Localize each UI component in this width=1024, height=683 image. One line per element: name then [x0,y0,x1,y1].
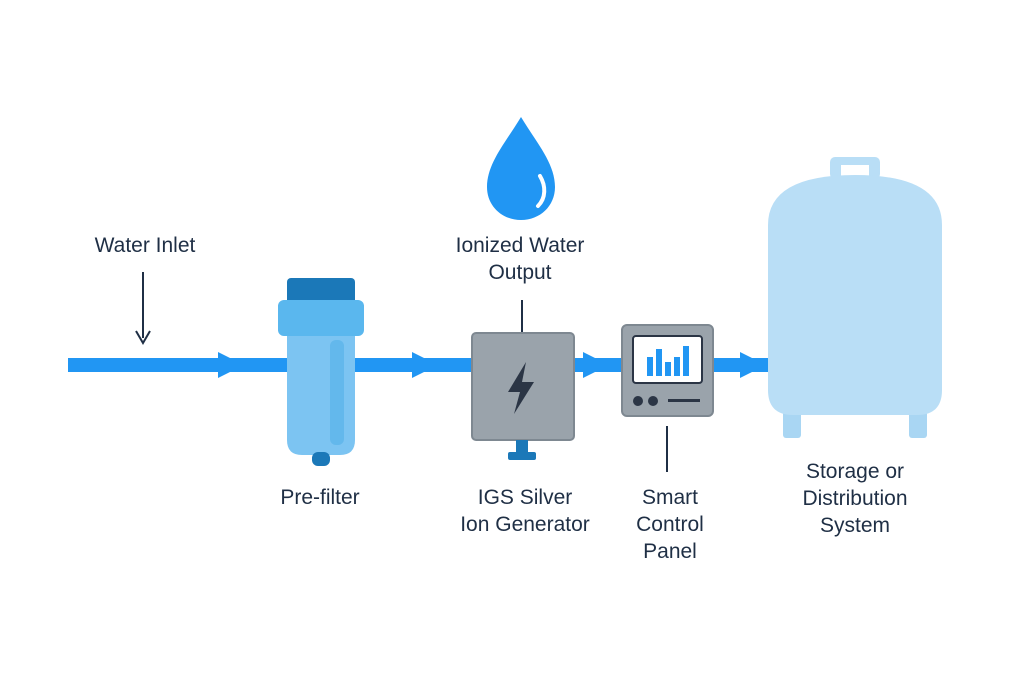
flow-arrow-4 [583,352,609,378]
lightning-bolt-icon [508,362,534,414]
smart-panel-label: Smart Control Panel [636,486,704,563]
pre-filter-label: Pre-filter [280,486,360,509]
igs-generator-label: IGS Silver Ion Generator [460,486,590,536]
pre-filter-housing [278,278,364,466]
ionized-output-label: Ionized Water Output [455,234,585,284]
inlet-arrow [135,272,151,345]
water-drop-icon [487,117,555,220]
flow-arrow-3 [740,352,766,378]
storage-label: Storage or Distribution System [802,460,908,537]
water-inlet-label: Water Inlet [94,234,196,257]
bar-chart-icon [647,346,689,376]
flow-arrow-2 [412,352,438,378]
flow-arrow-1 [218,352,244,378]
storage-tank [768,157,942,438]
